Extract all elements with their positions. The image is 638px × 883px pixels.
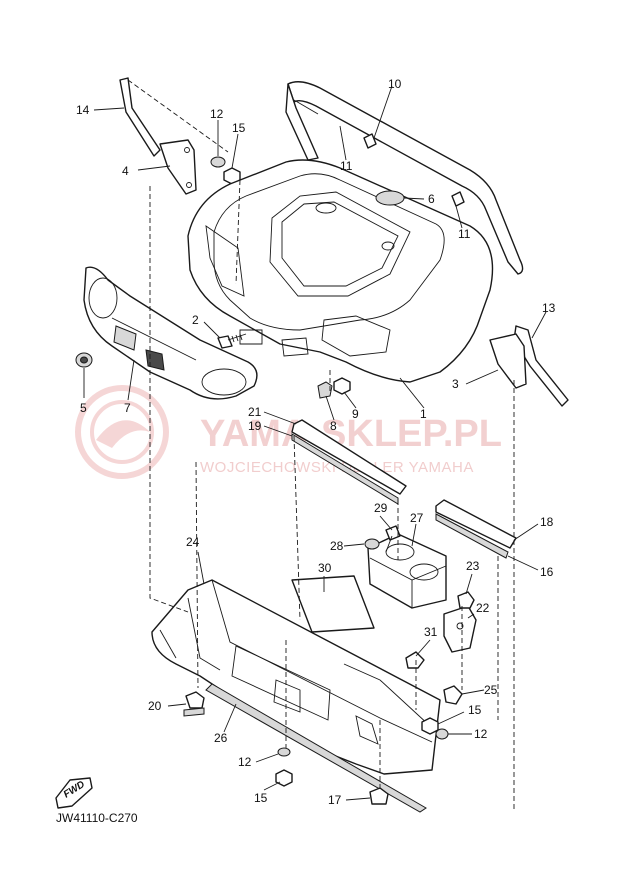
callout-24: 24 [186, 535, 200, 549]
part-12-washer-right[interactable] [435, 728, 449, 740]
callout-12-top: 12 [210, 107, 224, 121]
callout-14: 14 [76, 103, 90, 117]
callout-28: 28 [330, 539, 344, 553]
leader-lines [83, 85, 547, 801]
callout-12-bottom: 12 [238, 755, 252, 769]
callout-11-right: 11 [458, 227, 471, 241]
part-17-fastener[interactable] [369, 787, 389, 805]
part-30-plate[interactable] [291, 575, 375, 633]
callout-3: 3 [452, 377, 459, 391]
callout-29: 29 [374, 501, 388, 515]
part-28-washer[interactable] [364, 538, 380, 550]
part-29-screw[interactable] [385, 525, 401, 553]
callout-8: 8 [330, 419, 337, 433]
callout-6: 6 [428, 192, 435, 206]
part-1-front-cowl[interactable] [187, 159, 494, 383]
part-22-bracket[interactable] [443, 605, 477, 653]
part-3-bracket[interactable] [489, 333, 527, 389]
watermark: YAMA-SKLEP.PL WOJCIECHOWSKI DEALER YAMAH… [75, 385, 502, 479]
part-18-panel[interactable] [435, 499, 517, 549]
callout-22: 22 [476, 601, 490, 615]
part-20-fastener[interactable] [183, 691, 205, 717]
callout-5: 5 [80, 401, 87, 415]
part-5-grommet[interactable] [75, 352, 93, 368]
callout-31: 31 [424, 625, 438, 639]
callout-1: 1 [420, 407, 427, 421]
part-15-nut-right[interactable] [421, 717, 439, 735]
part-21-panel[interactable] [291, 419, 407, 495]
part-27-cup-holder[interactable] [367, 533, 447, 609]
callout-23: 23 [466, 559, 480, 573]
callout-11-left: 11 [340, 159, 353, 173]
part-25-clip[interactable] [443, 685, 463, 705]
part-2-screw[interactable] [217, 333, 247, 349]
callout-15-right: 15 [468, 703, 482, 717]
callout-16: 16 [540, 565, 554, 579]
callout-17: 17 [328, 793, 342, 807]
callout-9: 9 [352, 407, 359, 421]
part-9-nut[interactable] [333, 377, 351, 395]
callout-18: 18 [540, 515, 554, 529]
callout-27: 27 [410, 511, 424, 525]
part-4-bracket[interactable] [159, 139, 197, 195]
callout-15-bottom: 15 [254, 791, 268, 805]
callout-26: 26 [214, 731, 228, 745]
part-12-washer-bottom[interactable] [277, 747, 291, 757]
callout-7: 7 [124, 401, 131, 415]
part-7-bezel[interactable] [83, 266, 258, 400]
callout-25: 25 [484, 683, 498, 697]
assembly-lines [127, 79, 515, 810]
fwd-arrow-icon: FWD [55, 777, 93, 809]
callout-2: 2 [192, 313, 199, 327]
part-23-clip[interactable] [457, 591, 475, 609]
callout-13: 13 [542, 301, 556, 315]
callout-10: 10 [388, 77, 402, 91]
part-12-washer-top[interactable] [210, 156, 226, 168]
part-26-strip[interactable] [205, 683, 427, 813]
callout-15-top: 15 [232, 121, 246, 135]
part-16-strip[interactable] [435, 513, 509, 559]
part-8-washer[interactable] [317, 381, 333, 399]
callout-21: 21 [248, 405, 262, 419]
part-10-rail[interactable] [285, 81, 524, 275]
part-11-clip-a[interactable] [363, 133, 377, 149]
part-6-cap[interactable] [375, 190, 405, 206]
callout-4: 4 [122, 164, 129, 178]
part-11-clip-b[interactable] [451, 191, 465, 207]
part-15-nut-bottom[interactable] [275, 769, 293, 787]
callout-30: 30 [318, 561, 332, 575]
diagram-code: JW41110-C270 [56, 811, 138, 825]
callout-12-right: 12 [474, 727, 488, 741]
part-14-bracket[interactable] [119, 77, 161, 157]
part-31-fastener[interactable] [405, 651, 425, 669]
part-24-lower-panel[interactable] [151, 579, 441, 775]
callout-20: 20 [148, 699, 162, 713]
callout-19: 19 [248, 419, 262, 433]
callout-labels: 14 4 12 15 10 11 6 11 13 3 1 2 5 7 8 9 2… [76, 77, 556, 807]
watermark-brand: YAMA-SKLEP.PL [200, 413, 502, 455]
